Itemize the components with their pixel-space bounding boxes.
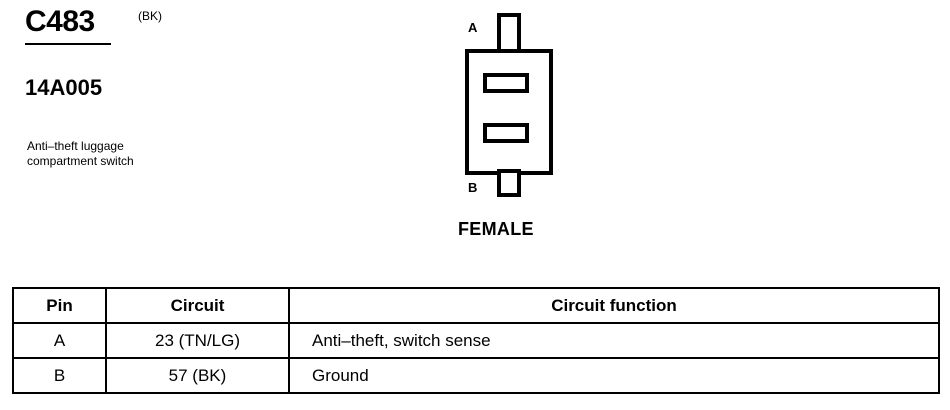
header-circuit: Circuit bbox=[105, 287, 290, 324]
description-line-2: compartment switch bbox=[27, 154, 134, 168]
top-latch-tab bbox=[497, 13, 521, 54]
table-header-row: Pin Circuit Circuit function bbox=[12, 287, 940, 324]
component-description: Anti–theft luggage compartment switch bbox=[27, 139, 227, 169]
connector-gender-label: FEMALE bbox=[458, 219, 534, 239]
table-row: B 57 (BK) Ground bbox=[12, 357, 940, 394]
connector-body bbox=[465, 49, 553, 175]
pin-cavity-b bbox=[483, 123, 529, 143]
cell-pin: B bbox=[12, 357, 107, 394]
pin-cavity-a bbox=[483, 73, 529, 93]
bottom-latch-tab bbox=[497, 169, 521, 197]
header-circuit-function: Circuit function bbox=[288, 287, 940, 324]
title-underline bbox=[25, 43, 111, 45]
header-pin: Pin bbox=[12, 287, 107, 324]
cell-pin: A bbox=[12, 322, 107, 359]
pin-label-a: A bbox=[468, 20, 478, 35]
table-row: A 23 (TN/LG) Anti–theft, switch sense bbox=[12, 322, 940, 359]
cell-circuit-function: Anti–theft, switch sense bbox=[288, 322, 940, 359]
connector-id: C483 bbox=[25, 5, 95, 38]
cell-circuit: 23 (TN/LG) bbox=[105, 322, 290, 359]
cell-circuit: 57 (BK) bbox=[105, 357, 290, 394]
description-line-1: Anti–theft luggage bbox=[27, 139, 124, 153]
pin-label-b: B bbox=[468, 180, 477, 195]
cell-circuit-function: Ground bbox=[288, 357, 940, 394]
part-number: 14A005 bbox=[25, 75, 103, 100]
connector-color: (BK) bbox=[138, 9, 162, 23]
connector-diagram: A B bbox=[465, 13, 553, 197]
pin-table: Pin Circuit Circuit function A 23 (TN/LG… bbox=[12, 287, 940, 394]
